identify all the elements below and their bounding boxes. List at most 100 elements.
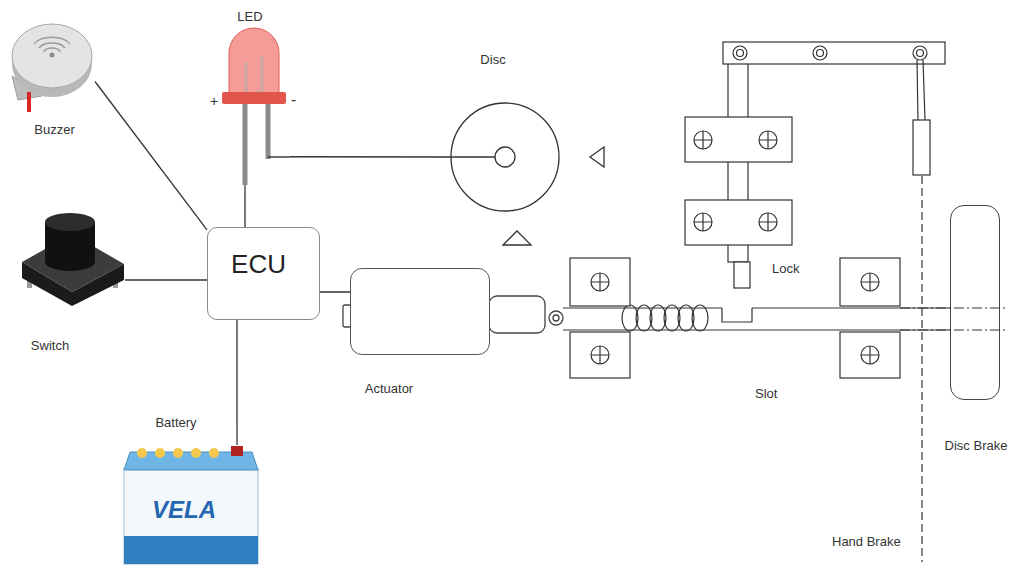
mount-screw <box>861 346 879 364</box>
mount-screw <box>694 213 712 231</box>
mount-screw <box>759 131 777 149</box>
bracket <box>840 258 900 306</box>
led-icon <box>268 156 290 157</box>
led-icon <box>222 92 286 104</box>
mount-screw <box>591 346 609 364</box>
wire <box>236 320 237 445</box>
wire <box>95 82 207 230</box>
spring <box>692 305 708 331</box>
led-icon <box>243 104 248 185</box>
hand-brake-line <box>921 176 922 562</box>
disc-outline <box>450 102 560 212</box>
led-icon <box>255 56 262 92</box>
part-name: Battery <box>155 415 196 431</box>
part-label: Hand Brake <box>832 534 901 550</box>
battery-icon <box>137 448 147 458</box>
lock-mechanism <box>685 117 792 162</box>
part-name: Actuator <box>365 381 413 397</box>
part-label: Slot <box>755 386 777 402</box>
battery-icon <box>173 448 183 458</box>
battery-icon <box>124 536 258 564</box>
polarity-sign: - <box>291 90 296 109</box>
disc-detail <box>590 147 604 167</box>
wire <box>290 156 450 158</box>
buzzer-icon <box>50 53 55 58</box>
battery-icon <box>191 448 201 458</box>
battery-icon <box>209 448 219 458</box>
battery-icon <box>231 446 243 456</box>
mount-screw <box>759 213 777 231</box>
actuator-box: Actuator <box>350 268 490 355</box>
lock-mechanism <box>685 42 945 288</box>
lock-mechanism <box>685 200 792 245</box>
lock-mechanism <box>817 50 824 57</box>
lock-mechanism <box>913 120 930 175</box>
battery-icon <box>155 448 165 458</box>
wire <box>244 185 245 227</box>
spring <box>622 305 708 331</box>
actuator-detail <box>489 296 545 333</box>
bracket <box>570 258 900 378</box>
mount-screw <box>861 346 879 364</box>
shaft <box>563 308 1006 330</box>
ecu-box: ECU <box>207 227 320 320</box>
disc-brake-box: Disc Brake <box>950 205 1000 400</box>
mount-screw <box>694 131 712 149</box>
actuator-detail <box>553 315 559 321</box>
lock-mechanism <box>734 262 750 288</box>
wire <box>125 279 207 280</box>
mount-screw <box>694 131 712 149</box>
mount-screw <box>861 273 879 291</box>
buzzer-icon <box>44 48 60 52</box>
switch-icon <box>45 253 95 271</box>
bracket <box>570 332 630 378</box>
disc-detail <box>503 231 531 245</box>
disc-outline <box>451 103 559 211</box>
mount-screw <box>759 213 777 231</box>
led-node: LED <box>210 28 290 185</box>
led-icon <box>266 104 271 159</box>
buzzer-icon <box>39 43 65 48</box>
mount-screw <box>591 273 609 291</box>
bracket <box>840 332 900 378</box>
lock-mechanism <box>917 50 924 57</box>
lock-mechanism <box>733 46 747 60</box>
battery-icon <box>124 468 258 564</box>
shaft <box>900 308 1006 330</box>
disc-detail <box>450 156 495 157</box>
mount-screw <box>591 131 879 364</box>
bracket <box>570 258 630 306</box>
disc-circle: Disc <box>450 102 560 212</box>
polarity-sign: + <box>210 93 218 110</box>
led-icon <box>229 28 279 95</box>
buzzer-icon <box>27 92 31 112</box>
actuator-detail <box>549 311 563 325</box>
mount-screw <box>591 273 609 291</box>
mount-screw <box>861 273 879 291</box>
lock-mechanism <box>813 46 827 60</box>
buzzer-node: Buzzer <box>8 15 95 110</box>
switch-icon <box>22 213 124 306</box>
mount-screw <box>759 131 777 149</box>
part-name: Buzzer <box>34 122 74 138</box>
shaft <box>722 308 752 322</box>
part-name: LED <box>237 9 262 25</box>
brand-logo: VELA <box>152 496 216 525</box>
switch-icon <box>45 213 95 231</box>
lock-mechanism <box>723 42 945 64</box>
switch-node: Switch <box>15 210 125 310</box>
mount-screw <box>694 213 712 231</box>
buzzer-icon <box>12 24 92 112</box>
shaft <box>563 329 950 330</box>
shaft <box>563 307 950 308</box>
disc-detail <box>495 147 515 167</box>
buzzer-icon <box>12 24 92 88</box>
box-title: ECU <box>231 249 286 280</box>
lock-mechanism <box>913 46 927 60</box>
disc-detail <box>450 147 604 245</box>
part-label: Lock <box>772 261 799 277</box>
lock-mechanism <box>917 60 925 120</box>
